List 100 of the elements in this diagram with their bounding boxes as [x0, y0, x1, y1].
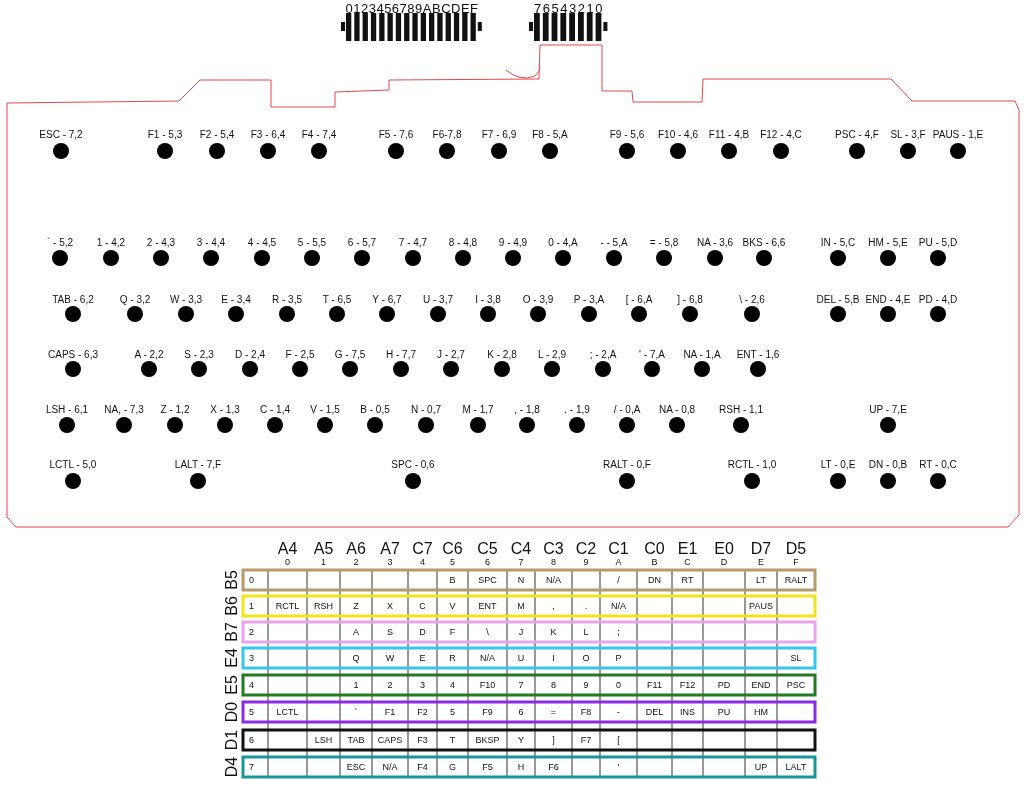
table-cell: F10	[479, 680, 496, 690]
table-cell: S	[387, 627, 393, 637]
key-label: 3 - 4,4	[196, 238, 226, 248]
key-label: SL - 3,F	[890, 130, 926, 140]
column-header: E0	[714, 541, 734, 557]
key-label: LALT - 7,F	[174, 460, 222, 470]
table-cell: O	[582, 653, 590, 663]
key-label: F11 - 4,B	[708, 130, 750, 140]
key-label: T - 6,5	[322, 295, 352, 305]
table-cell: ESC	[346, 762, 366, 772]
table-cell: DEL	[645, 707, 664, 717]
table-cell: B	[449, 575, 456, 585]
column-header: A4	[277, 541, 298, 557]
table-cell: BKSP	[475, 735, 500, 745]
table-cell: A	[353, 627, 359, 637]
key-label: R - 3,5	[272, 295, 302, 305]
key-label: 6 - 5,7	[347, 238, 377, 248]
key-label: P - 3,A	[573, 295, 605, 305]
table-cell: C	[419, 601, 426, 611]
table-cell: R	[449, 653, 456, 663]
column-index: A	[615, 557, 622, 567]
column-index: 6	[485, 557, 490, 567]
key-label: F3 - 6,4	[250, 130, 286, 140]
table-cell: 7	[518, 680, 524, 690]
key-label: UP - 7,E	[869, 405, 907, 415]
table-cell: N/A	[611, 601, 626, 611]
key-label: Y - 6,7	[372, 295, 402, 305]
column-header: C1	[608, 541, 629, 557]
key-label: E - 3,4	[221, 295, 251, 305]
table-cell: UP	[754, 762, 768, 772]
table-cell: PU	[717, 707, 731, 717]
key-label: PAUS - 1,E	[932, 130, 984, 140]
key-label: [ - 6,A	[625, 295, 653, 305]
table-cell: H	[517, 762, 525, 772]
table-cell: DN	[648, 575, 661, 585]
table-cell: `	[354, 707, 358, 717]
table-cell: X	[387, 601, 393, 611]
key-label: M - 1,7	[462, 405, 494, 415]
table-cell: =	[550, 707, 557, 717]
row-header: D0	[224, 701, 240, 723]
pin-numbers: 0123456789ABCDEF	[345, 1, 479, 15]
key-label: 5 - 5,5	[297, 238, 327, 248]
table-cell: 4	[450, 680, 455, 690]
table-cell: PD	[717, 680, 731, 690]
key-label: LT - 0,E	[820, 460, 856, 470]
key-label: F1 - 5,3	[147, 130, 183, 140]
column-header: A5	[313, 541, 334, 557]
key-label: L - 2,9	[538, 350, 566, 360]
table-cell: M	[517, 601, 525, 611]
key-label: D - 2,4	[235, 350, 265, 360]
table-cell: 0	[616, 680, 621, 690]
key-label: NA - 3,6	[696, 238, 734, 248]
table-cell: TAB	[347, 735, 365, 745]
column-index: 4	[420, 557, 425, 567]
key-label: O - 3,9	[522, 295, 554, 305]
table-cell: F1	[384, 707, 396, 717]
key-label: NA, - 7,3	[104, 405, 144, 415]
row-header: E5	[224, 675, 240, 695]
table-cell: Z	[353, 601, 359, 611]
key-label: F10 - 4,6	[658, 130, 698, 140]
key-label: SPC - 0,6	[391, 460, 435, 470]
key-label: RALT - 0,F	[603, 460, 651, 470]
table-cell: F11	[647, 680, 662, 690]
table-cell: -	[617, 707, 620, 717]
table-cell: LCTL	[276, 707, 299, 717]
column-header: C2	[575, 541, 597, 557]
table-cell: 3	[420, 680, 425, 690]
key-label: F - 2,5	[285, 350, 315, 360]
table-cell: N	[517, 575, 525, 585]
table-cell: 1	[249, 601, 254, 611]
key-label: F4 - 7,4	[301, 130, 337, 140]
column-index: 1	[321, 557, 326, 567]
column-index: 0	[285, 557, 290, 567]
key-label: LSH - 6,1	[45, 405, 89, 415]
table-cell: \	[486, 627, 489, 637]
table-cell: D	[419, 627, 426, 637]
key-label: F2 - 5,4	[199, 130, 235, 140]
row-header: E4	[224, 648, 240, 668]
column-header: A7	[380, 541, 400, 557]
key-label: J - 2,7	[437, 350, 465, 360]
column-index: 3	[387, 557, 393, 567]
key-label: W - 3,3	[169, 295, 203, 305]
key-label: F8 - 5,A	[532, 130, 568, 140]
table-cell: F2	[417, 707, 428, 717]
key-label: IN - 5,C	[820, 238, 856, 248]
table-cell: SL	[790, 653, 802, 663]
key-label: NA - 0,8	[658, 405, 696, 415]
key-label: F7 - 6,9	[481, 130, 517, 140]
table-cell: 4	[249, 680, 254, 690]
column-index: F	[793, 557, 799, 567]
table-cell: .	[584, 601, 588, 611]
key-label: U - 3,7	[423, 295, 453, 305]
key-label: A - 2,2	[134, 350, 164, 360]
table-cell: [	[617, 735, 620, 745]
key-label: NA - 1,A	[683, 350, 721, 360]
table-cell: F	[449, 627, 456, 637]
column-header: D7	[750, 541, 772, 557]
key-label: - - 5,A	[600, 238, 628, 248]
table-cell: RSH	[314, 601, 333, 611]
key-label: HM - 5,E	[868, 238, 908, 248]
